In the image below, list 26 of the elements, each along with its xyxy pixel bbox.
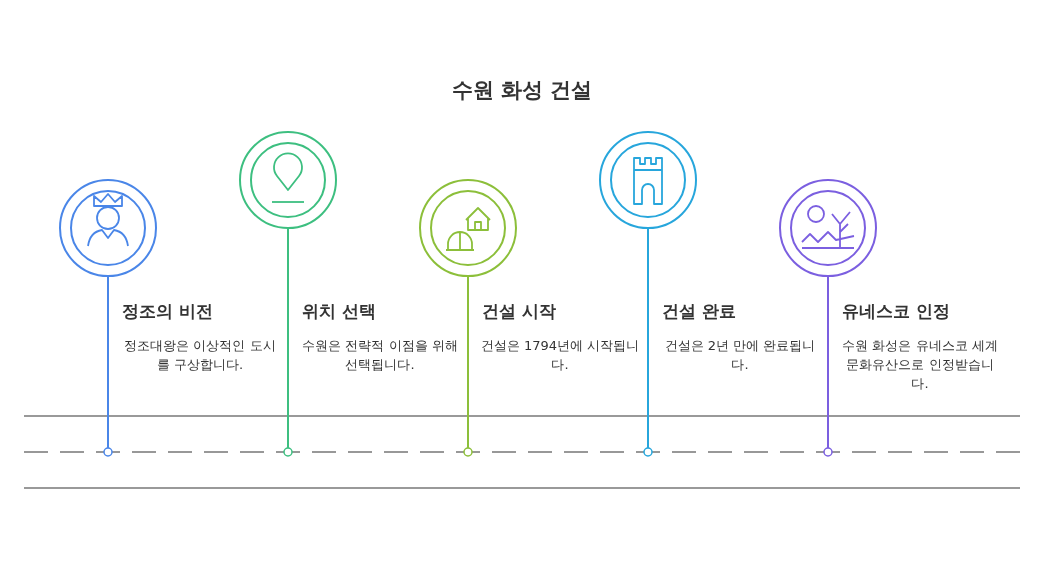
connector-line	[287, 227, 289, 449]
icon-circle	[418, 178, 518, 278]
connector-line	[107, 275, 109, 449]
icon-circle	[598, 130, 698, 230]
milestone-description: 정조대왕은 이상적인 도시를 구상합니다.	[123, 337, 277, 374]
connector-line	[647, 227, 649, 449]
milestone-heading: 건설 완료	[662, 300, 736, 323]
timeline-dot	[102, 446, 114, 458]
diagram-title: 수원 화성 건설	[450, 77, 594, 104]
timeline-dot	[822, 446, 834, 458]
milestone-description: 건설은 2년 만에 완료됩니다.	[663, 337, 817, 374]
icon-circle	[238, 130, 338, 230]
milestone-heading: 정조의 비전	[122, 300, 213, 323]
icon-circle	[58, 178, 158, 278]
milestone-description: 건설은 1794년에 시작됩니다.	[480, 337, 640, 374]
timeline-dot	[282, 446, 294, 458]
milestone-description: 수원은 전략적 이점을 위해 선택됩니다.	[301, 337, 459, 374]
timeline-dot	[462, 446, 474, 458]
icon-circle	[778, 178, 878, 278]
connector-line	[827, 275, 829, 449]
milestone-heading: 건설 시작	[482, 300, 556, 323]
milestone-description: 수원 화성은 유네스코 세계문화유산으로 인정받습니다.	[841, 337, 999, 393]
milestone-heading: 위치 선택	[302, 300, 376, 323]
connector-line	[467, 275, 469, 449]
milestone-heading: 유네스코 인정	[842, 300, 950, 323]
timeline-dot	[642, 446, 654, 458]
